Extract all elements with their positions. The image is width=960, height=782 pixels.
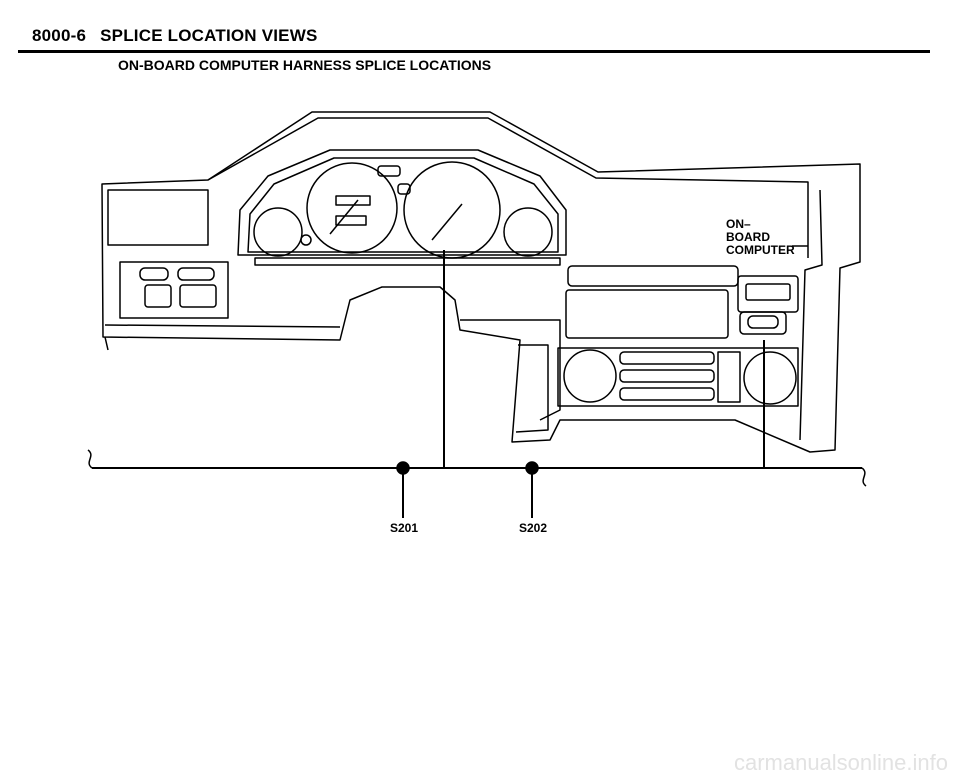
cluster-hood-inner — [247, 157, 559, 253]
radio-unit — [565, 289, 729, 339]
left-panel-lower — [119, 261, 229, 319]
climate-slider-2 — [619, 369, 715, 383]
left-vent — [563, 349, 617, 403]
left-switch-1 — [139, 267, 169, 281]
label-s201: S201 — [390, 521, 419, 535]
page-title: SPLICE LOCATION VIEWS — [100, 26, 318, 45]
clock-knob — [300, 234, 312, 246]
trip-window — [335, 215, 367, 226]
header-rule — [18, 50, 930, 53]
right-small-gauge — [503, 207, 553, 257]
left-button-2 — [179, 284, 217, 308]
climate-slider-1 — [619, 351, 715, 365]
obc-keypad-inner — [747, 315, 779, 329]
climate-buttons — [717, 351, 741, 403]
dash-lower-edge — [104, 319, 561, 421]
harness-left-end — [87, 449, 93, 469]
section-number: 8000-6 — [32, 26, 87, 45]
warning-light-mid — [397, 183, 411, 195]
speedometer-gauge — [306, 162, 398, 254]
obc-keypad — [739, 311, 787, 335]
left-button-1 — [144, 284, 172, 308]
diagram-subtitle: ON-BOARD COMPUTER HARNESS SPLICE LOCATIO… — [118, 57, 492, 73]
splice-s201 — [396, 461, 410, 475]
console-side — [515, 344, 549, 433]
label-s202: S202 — [519, 521, 548, 535]
cluster-hood — [237, 149, 567, 256]
left-switch-2 — [177, 267, 215, 281]
obc-display — [737, 275, 799, 313]
dashboard-upper-rim — [207, 117, 809, 258]
right-vent — [743, 351, 797, 405]
odometer-window — [335, 195, 371, 206]
tachometer-needle — [431, 203, 463, 241]
harness-right-end — [861, 467, 867, 487]
warning-light-top — [377, 165, 401, 177]
cluster-base — [254, 257, 561, 266]
climate-slider-3 — [619, 387, 715, 401]
tachometer-gauge — [403, 161, 501, 259]
page-header: 8000-6 SPLICE LOCATION VIEWS — [32, 26, 317, 46]
splice-s202 — [525, 461, 539, 475]
left-pad — [107, 189, 209, 246]
left-small-gauge — [253, 207, 303, 257]
dashboard-outline — [101, 111, 861, 453]
climate-panel — [557, 347, 799, 407]
obc-display-strip — [567, 265, 739, 287]
obc-display-window — [745, 283, 791, 301]
obc-callout-label: ON– BOARD COMPUTER — [726, 217, 795, 257]
dash-right-edge — [799, 189, 823, 441]
watermark: carmanualsonline.info — [733, 750, 948, 775]
